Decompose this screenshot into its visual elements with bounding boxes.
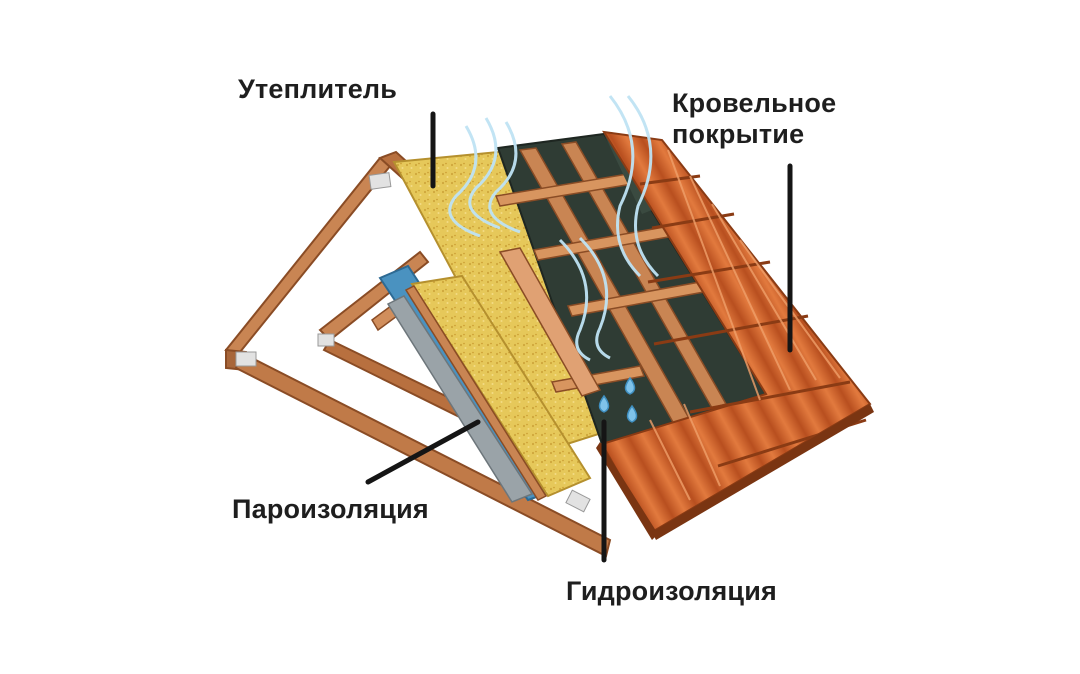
roofing-label-line1: Кровельное <box>672 88 837 118</box>
roof-tiles <box>596 130 874 540</box>
waterproofing-label: Гидроизоляция <box>566 576 777 607</box>
waterproofing-label-text: Гидроизоляция <box>566 576 777 606</box>
water-drops <box>598 376 638 423</box>
airflow-arrows <box>448 95 660 362</box>
vapor-barrier-label-text: Пароизоляция <box>232 494 429 524</box>
roofing-label: Кровельное покрытие <box>672 88 836 150</box>
roofing-label-line2: покрытие <box>672 119 805 149</box>
insulation-label: Утеплитель <box>238 74 397 105</box>
leader-lines <box>365 111 793 563</box>
vapor-barrier-label: Пароизоляция <box>232 494 429 525</box>
vapor-barrier-layer <box>378 264 592 503</box>
vapor-barrier-leader <box>365 419 481 485</box>
insulation-label-text: Утеплитель <box>238 74 398 104</box>
